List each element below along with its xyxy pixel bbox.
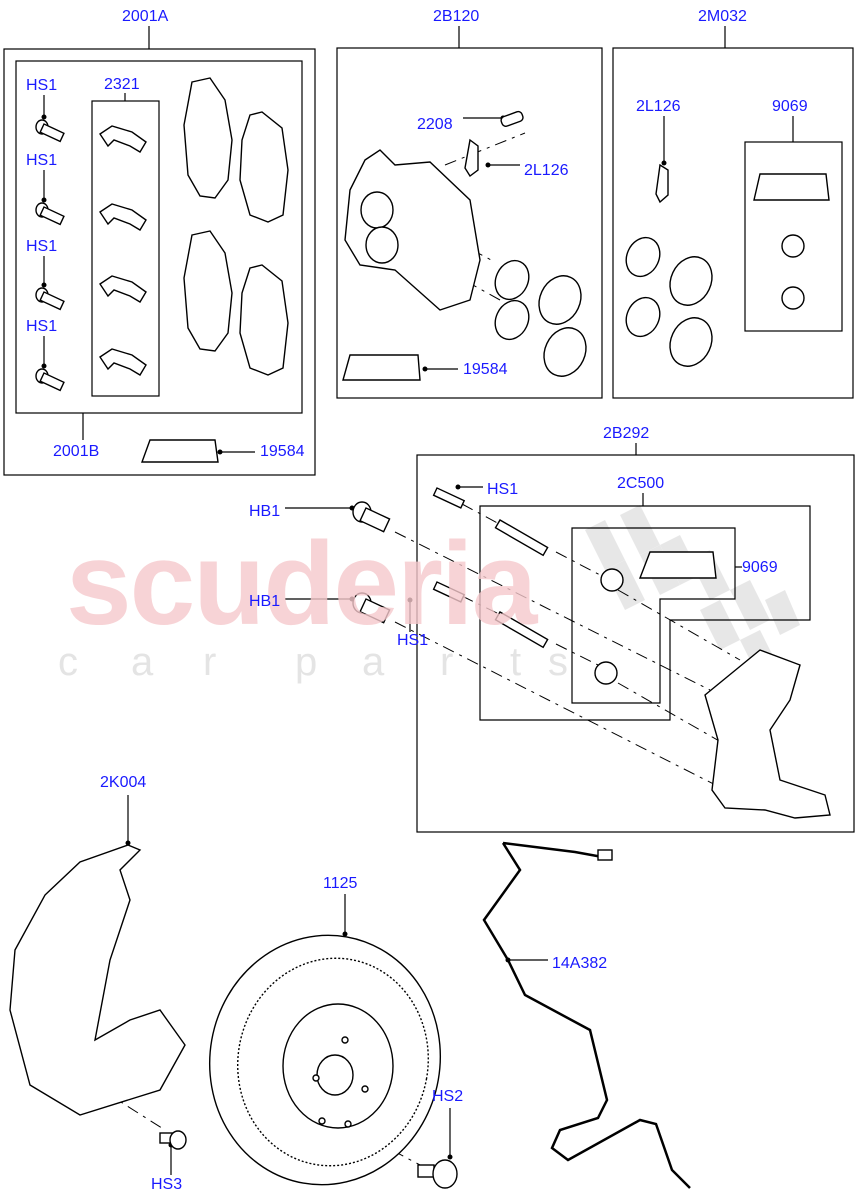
callout-2C500[interactable]: 2C500 [617,475,665,492]
bracket-icon [655,163,669,204]
watermark-letter: r [203,640,217,684]
callout-hs1[interactable]: HS1 [487,481,519,498]
callout-2K004[interactable]: 2K004 [100,774,147,791]
callout-19584[interactable]: 19584 [260,443,305,460]
bolt-icon [35,287,65,311]
callout-2L126[interactable]: 2L126 [524,162,569,179]
bolt-icon [35,202,65,226]
callout-1125[interactable]: 1125 [323,875,358,892]
callout-2001A[interactable]: 2001A [122,8,169,25]
dust-boot-icon [594,661,618,685]
callout-2321[interactable]: 2321 [104,76,140,93]
callout-2L126[interactable]: 2L126 [636,98,681,115]
callout-hs3[interactable]: HS3 [151,1176,183,1193]
bolt-icon [35,119,65,143]
watermark-subtitle: c a r p a r t s [0,640,859,690]
screw-icon [159,1130,187,1150]
dust-boot-icon [781,234,805,258]
bolt-icon [35,368,65,392]
seal-ring-icon [538,275,582,325]
bolt-icon [352,592,391,624]
callout-hs1[interactable]: HS1 [26,318,58,335]
caliper-carrier-icon [704,649,831,819]
bracket-icon [464,138,479,178]
callout-hs1[interactable]: HS1 [26,152,58,169]
callout-14A382[interactable]: 14A382 [552,955,608,972]
callout-hs1[interactable]: HS1 [397,632,429,649]
watermark-letter: p [295,640,318,684]
screw-icon [417,1159,458,1189]
seal-ring-icon [625,236,661,278]
clip-icon [99,125,147,153]
brake-pad-icon [183,77,233,199]
bolt-icon [352,501,391,533]
callout-19584[interactable]: 19584 [463,361,508,378]
box-9069-b [571,527,736,704]
clip-icon [99,203,147,231]
watermark-letter: a [362,640,385,684]
brake-pad-icon [239,264,289,376]
grease-packet-icon [638,551,717,579]
bolt-icon [432,581,466,603]
watermark-letter: a [131,640,154,684]
dust-boot-icon [781,286,805,310]
seal-ring-icon [625,296,661,338]
bleed-screw-icon [500,110,524,127]
callout-hs1[interactable]: HS1 [26,238,58,255]
watermark-letter: c [58,640,78,684]
guide-pin-icon [494,519,549,557]
callout-9069[interactable]: 9069 [772,98,808,115]
box-2321 [91,100,160,397]
seal-ring-icon [494,299,530,341]
watermark-brand: scuderia [66,518,537,650]
callout-2M032[interactable]: 2M032 [698,8,747,25]
brake-pad-icon [239,111,289,223]
brake-pad-icon [183,230,233,352]
clip-icon [99,348,147,376]
grease-packet-icon [753,173,830,201]
box-2001B [15,60,303,414]
seal-ring-icon [669,256,713,306]
callout-2B120[interactable]: 2B120 [433,8,480,25]
splash-shield-icon [9,844,186,1116]
seal-ring-icon [669,317,713,367]
watermark-letter: r [440,640,454,684]
grease-packet-icon [141,439,219,463]
callout-hb1[interactable]: HB1 [249,503,281,520]
callout-hs2[interactable]: HS2 [432,1088,464,1105]
dust-boot-icon [600,568,624,592]
wear-sensor-icon [482,841,691,1189]
seal-ring-icon [543,327,587,377]
callout-9069[interactable]: 9069 [742,559,778,576]
box-2M032 [612,47,854,399]
callout-2208[interactable]: 2208 [417,116,453,133]
box-2001A [3,48,316,476]
grease-packet-icon [342,354,421,381]
box-2B120 [336,47,603,399]
callout-hb1[interactable]: HB1 [249,593,281,610]
watermark-letter: t [510,640,522,684]
guide-pin-icon [494,611,549,649]
watermark-letter: s [548,640,568,684]
callout-2001B[interactable]: 2001B [53,443,100,460]
callout-hs1[interactable]: HS1 [26,77,58,94]
caliper-icon [344,149,481,311]
callout-2B292[interactable]: 2B292 [603,425,650,442]
bolt-icon [432,487,466,509]
clip-icon [99,275,147,303]
seal-ring-icon [494,259,530,301]
